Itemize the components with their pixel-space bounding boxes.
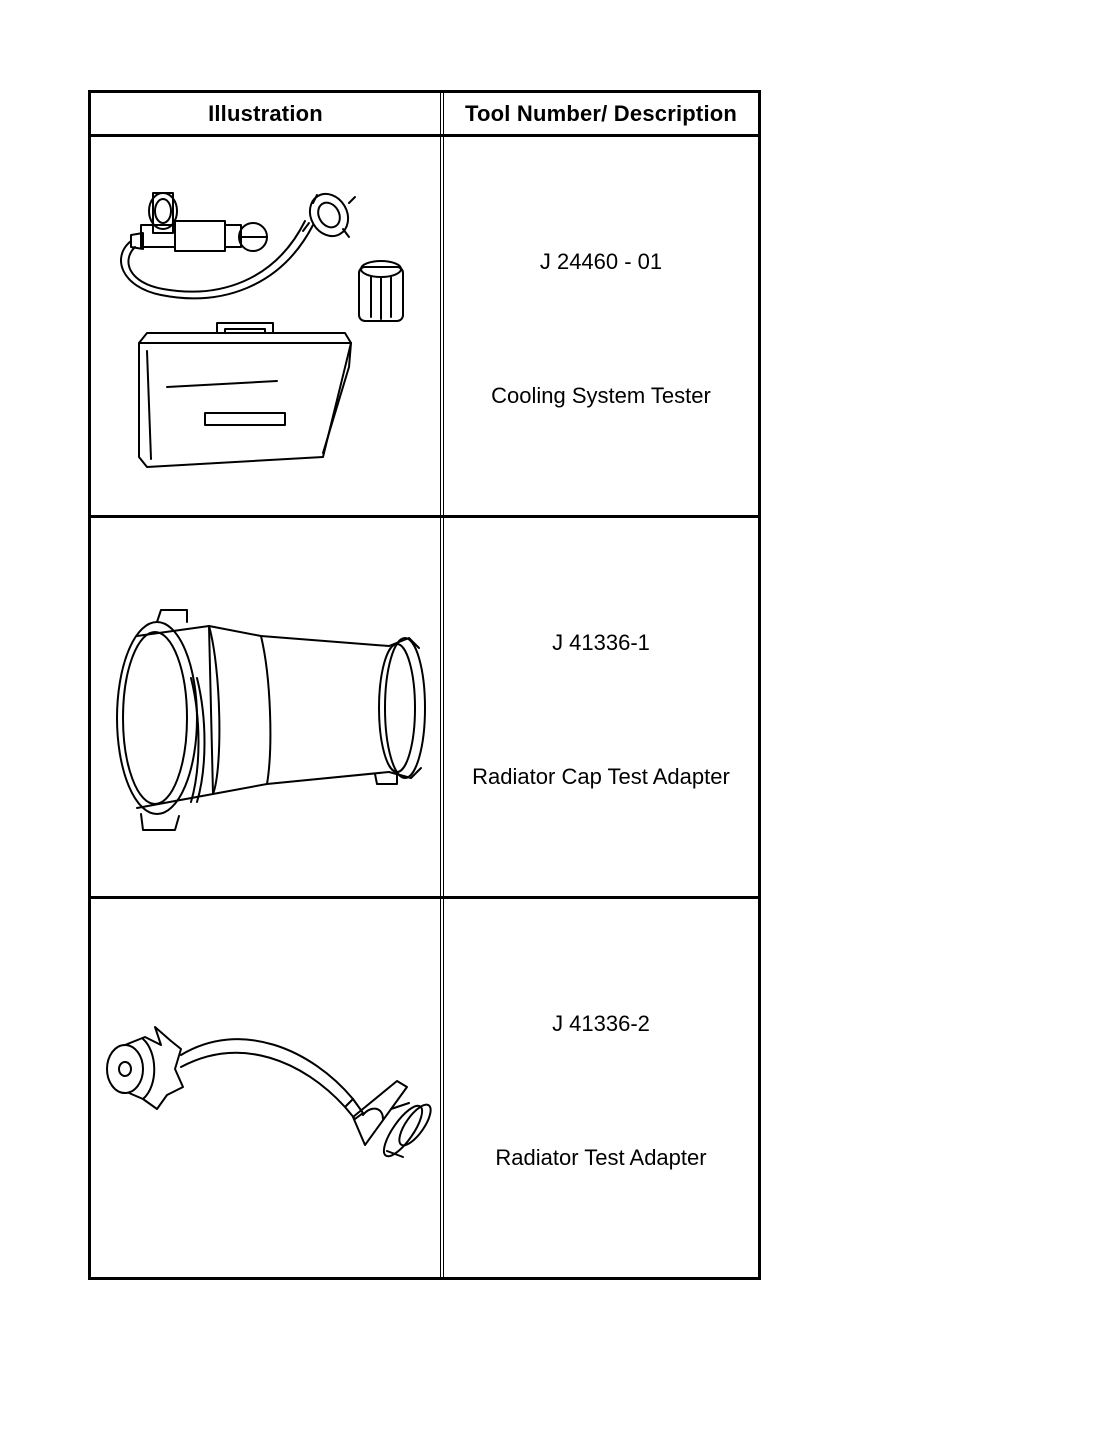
tool-description: Radiator Cap Test Adapter (472, 764, 730, 789)
header-description-label: Tool Number/ Description (464, 100, 738, 126)
header-divider (91, 134, 758, 137)
tool-number: J 41336-1 (552, 630, 650, 655)
tool-description: Cooling System Tester (491, 383, 711, 408)
row-3-description-cell: J 41336-2 Radiator Test Adapter (444, 899, 758, 1277)
tool-description: Radiator Test Adapter (495, 1145, 707, 1170)
row-2-description-cell: J 41336-1 Radiator Cap Test Adapter (444, 518, 758, 896)
radiator-cap-test-adapter-icon (116, 609, 426, 831)
row-divider (91, 515, 758, 518)
row-3-illustration-cell (91, 899, 440, 1277)
row-divider (91, 896, 758, 899)
header-illustration-label: Illustration (208, 100, 323, 126)
cooling-system-tester-icon (120, 192, 404, 468)
row-1-illustration-cell (91, 137, 440, 515)
tool-number: J 24460 - 01 (539, 249, 663, 274)
row-2-illustration-cell (91, 518, 440, 896)
header-description: Tool Number/ Description (444, 93, 758, 134)
radiator-test-adapter-icon (106, 1026, 432, 1158)
tool-table: Illustration Tool Number/ Description (88, 90, 761, 1280)
row-1-description-cell: J 24460 - 01 Cooling System Tester (444, 137, 758, 515)
header-illustration: Illustration (91, 93, 440, 134)
column-divider (440, 93, 444, 1277)
tool-number: J 41336-2 (552, 1011, 650, 1036)
